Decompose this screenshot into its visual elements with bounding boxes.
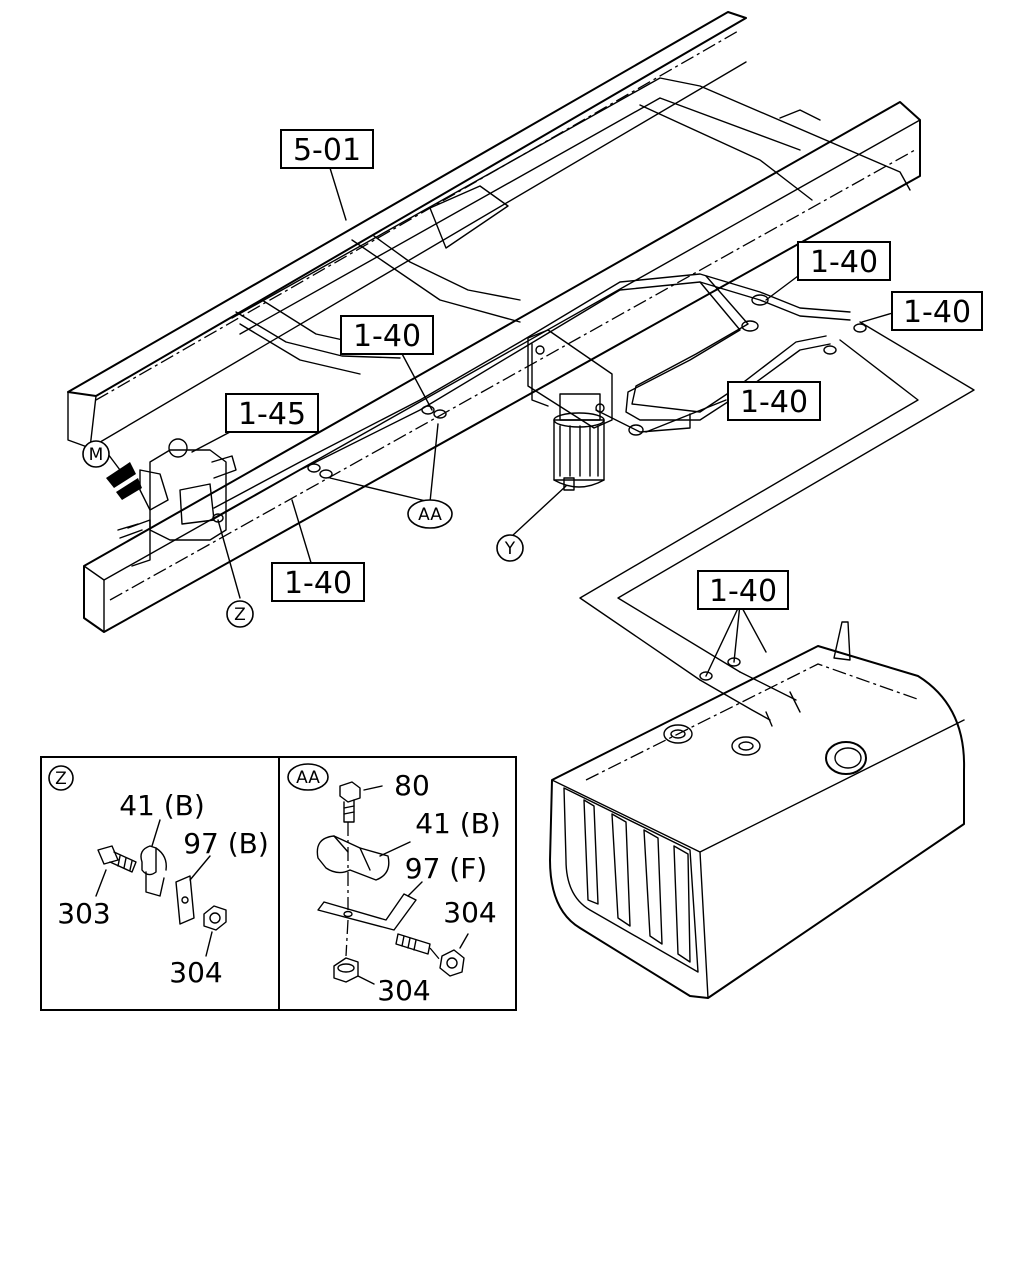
ref-label-5-01: 5-01 bbox=[280, 129, 374, 169]
view-marker-aa: AA bbox=[407, 499, 453, 529]
part-label-41b: 41 (B) bbox=[119, 789, 205, 822]
fuel-tank bbox=[549, 621, 966, 999]
ref-label-text: 5-01 bbox=[293, 133, 361, 168]
part-label-303: 303 bbox=[57, 897, 110, 930]
detail-z: Z 41 (B) 97 (B) 303 304 bbox=[48, 765, 269, 989]
ref-label-1-40-tank: 1-40 bbox=[697, 570, 789, 610]
detail-box bbox=[40, 756, 517, 1011]
marker-text: Y bbox=[504, 539, 516, 559]
part-label-304: 304 bbox=[169, 956, 222, 989]
ref-label-text: 1-45 bbox=[238, 397, 306, 432]
injection-pump bbox=[106, 438, 237, 567]
ref-label-1-40-top-right: 1-40 bbox=[797, 241, 891, 281]
ref-label-text: 1-40 bbox=[740, 385, 808, 420]
ref-label-text: 1-40 bbox=[284, 566, 352, 601]
detail-aa-marker: AA bbox=[296, 768, 320, 788]
ref-label-1-40-far-right: 1-40 bbox=[891, 291, 983, 331]
ref-label-1-40-filter: 1-40 bbox=[727, 381, 821, 421]
ref-label-text: 1-40 bbox=[810, 245, 878, 280]
ref-label-1-40-bottom-left: 1-40 bbox=[271, 562, 365, 602]
part-label-304-bottom: 304 bbox=[377, 974, 430, 1007]
fuel-lines bbox=[211, 273, 975, 727]
marker-text: Z bbox=[234, 605, 246, 625]
part-label-304-right: 304 bbox=[443, 896, 496, 929]
chassis-frame bbox=[67, 11, 921, 633]
ref-label-1-45: 1-45 bbox=[225, 393, 319, 433]
ref-label-text: 1-40 bbox=[903, 295, 971, 330]
detail-z-marker: Z bbox=[55, 769, 67, 789]
leader-lines bbox=[107, 167, 897, 677]
view-marker-z: Z bbox=[226, 600, 254, 628]
marker-text: M bbox=[89, 445, 104, 465]
part-label-80: 80 bbox=[394, 769, 430, 802]
fuel-filter-assembly bbox=[527, 329, 613, 491]
view-marker-y: Y bbox=[496, 534, 524, 562]
view-marker-m: M bbox=[82, 440, 110, 468]
marker-text: AA bbox=[418, 505, 442, 525]
ref-label-1-40-top-mid: 1-40 bbox=[340, 315, 434, 355]
part-label-97f: 97 (F) bbox=[405, 852, 487, 885]
part-label-97b: 97 (B) bbox=[183, 827, 269, 860]
ref-label-text: 1-40 bbox=[353, 319, 421, 354]
detail-aa: AA 80 41 (B) 97 (F) 304 304 bbox=[287, 763, 501, 1007]
ref-label-text: 1-40 bbox=[709, 574, 777, 609]
part-label-41b-aa: 41 (B) bbox=[415, 807, 501, 840]
